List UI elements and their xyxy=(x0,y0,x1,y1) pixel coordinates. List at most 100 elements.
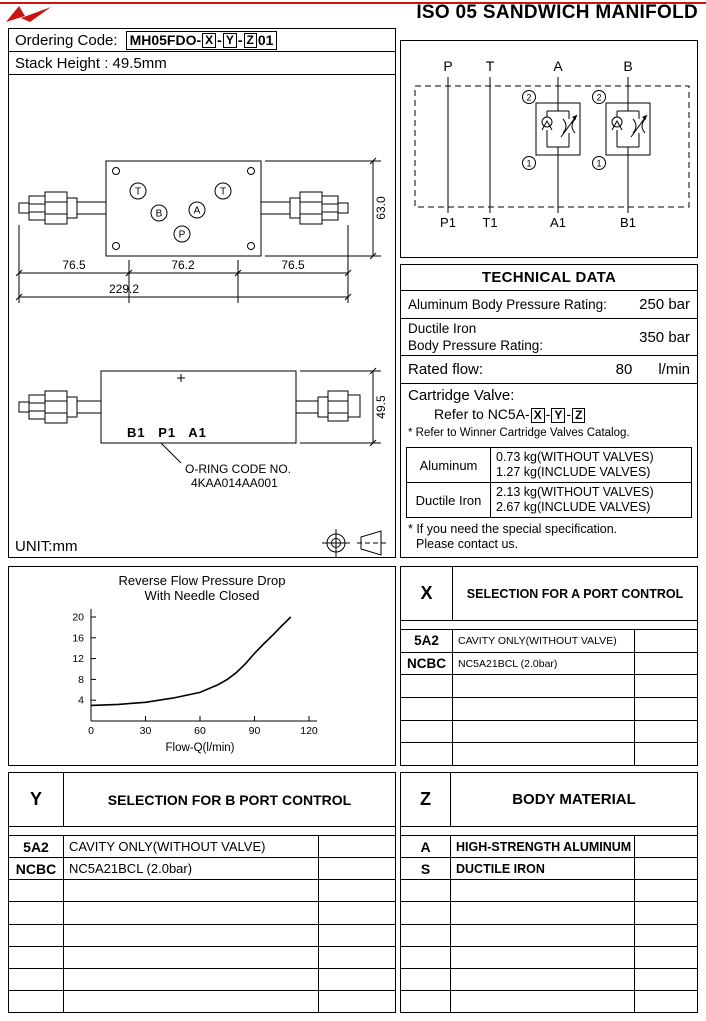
oring-note-line1: O-RING CODE NO. xyxy=(185,462,291,476)
cartridge-x-box: X xyxy=(530,408,545,423)
table-row xyxy=(401,923,697,946)
weight-material: Ductile Iron xyxy=(407,483,491,517)
left-valve-front-view xyxy=(18,390,102,424)
schematic-port-p: P xyxy=(443,58,452,74)
table-row xyxy=(9,945,395,968)
cartridge-prefix: Refer to NC5A- xyxy=(434,406,530,422)
row-desc xyxy=(451,880,635,902)
special-spec-footnote: * If you need the special specification.… xyxy=(401,518,697,556)
footnote-line2: Please contact us. xyxy=(416,537,519,551)
rated-flow-row: Rated flow: 80 l/min xyxy=(401,356,697,384)
dim-left: 76.5 xyxy=(62,258,86,272)
table-row xyxy=(9,879,395,902)
y-tick-label: 20 xyxy=(72,612,84,624)
table-row xyxy=(401,674,697,698)
schematic-port-t: T xyxy=(486,58,495,74)
row-desc xyxy=(453,720,635,743)
y-tick-label: 8 xyxy=(78,674,84,686)
row-extra xyxy=(635,653,697,675)
manifold-boundary xyxy=(414,85,690,208)
row-desc xyxy=(64,880,319,902)
cartridge-sep: - xyxy=(566,406,572,422)
table-row xyxy=(9,989,395,1012)
row-extra xyxy=(635,630,697,652)
projection-symbol-icon xyxy=(322,529,387,557)
x-tick-label: 120 xyxy=(300,725,318,737)
row-desc xyxy=(451,946,635,968)
row-extra xyxy=(635,947,697,968)
oring-note-line2: 4KAA014AA001 xyxy=(191,476,278,490)
table-row xyxy=(401,719,697,743)
dim-total: 229.2 xyxy=(109,282,139,296)
row-extra xyxy=(635,836,697,857)
rated-flow-value: 80 xyxy=(615,361,633,378)
row-extra xyxy=(319,858,395,879)
row-extra xyxy=(319,947,395,968)
left-valve-top-view xyxy=(18,191,107,225)
row-desc xyxy=(453,743,635,766)
row-code xyxy=(401,946,451,968)
row-code xyxy=(9,990,64,1012)
table-title: BODY MATERIAL xyxy=(512,791,636,808)
table-row xyxy=(401,901,697,924)
balloon-1: 1 xyxy=(596,159,601,169)
table-row xyxy=(401,945,697,968)
row-code xyxy=(401,698,453,720)
unit-label: UNIT:mm xyxy=(15,538,78,555)
column-key-z: Z xyxy=(401,773,451,826)
aluminum-rating-row: Aluminum Body Pressure Rating: 250 bar xyxy=(401,291,697,319)
aluminum-rating-value: 250 bar xyxy=(639,296,690,313)
ductile-rating-label-line1: Ductile Iron xyxy=(408,321,477,336)
row-code xyxy=(401,743,453,766)
x-axis-label: Flow-Q(l/min) xyxy=(166,742,235,754)
table-title: SELECTION FOR A PORT CONTROL xyxy=(466,586,684,601)
weight-material: Aluminum xyxy=(407,448,491,482)
row-desc: CAVITY ONLY(WITHOUT VALVE) xyxy=(64,836,319,858)
row-extra xyxy=(635,991,697,1012)
table-gap xyxy=(9,827,395,835)
code-sep: - xyxy=(217,32,222,48)
port-label-b: B xyxy=(156,209,163,220)
weight-value: 0.73 kg(WITHOUT VALVES) xyxy=(496,450,654,464)
row-code: A xyxy=(401,836,451,858)
row-code xyxy=(401,880,451,902)
row-extra xyxy=(635,675,697,697)
row-extra xyxy=(635,698,697,720)
dim-total-width: 76.5 xyxy=(281,258,305,272)
technical-data-title: TECHNICAL DATA xyxy=(401,265,697,291)
row-desc: DUCTILE IRON xyxy=(451,858,635,880)
schematic-port-a: A xyxy=(553,58,563,74)
row-code xyxy=(401,902,451,924)
rated-flow-unit: l/min xyxy=(658,361,690,378)
right-valve-front-view xyxy=(295,390,361,422)
row-code: 5A2 xyxy=(401,630,453,652)
stack-height-label: Stack Height : 49.5mm xyxy=(15,55,167,72)
table-header: X SELECTION FOR A PORT CONTROL xyxy=(401,567,697,621)
pressure-drop-chart: Reverse Flow Pressure Drop With Needle C… xyxy=(8,566,396,766)
row-desc xyxy=(453,675,635,698)
schematic-port-a1: A1 xyxy=(550,215,566,230)
ductile-rating-value: 350 bar xyxy=(639,328,690,346)
weight-value: 2.13 kg(WITHOUT VALVES) xyxy=(496,485,654,499)
ductile-rating-label-line2: Body Pressure Rating: xyxy=(408,338,544,353)
row-code: 5A2 xyxy=(9,836,64,858)
top-red-rule xyxy=(0,2,706,4)
row-extra xyxy=(635,925,697,946)
rated-flow-label: Rated flow: xyxy=(408,361,484,378)
hydraulic-schematic: P T A B P1 T1 A1 B1 2 1 2 1 xyxy=(414,58,690,230)
row-desc xyxy=(64,968,319,990)
row-code xyxy=(401,675,453,698)
right-valve-top-view xyxy=(260,191,349,225)
row-extra xyxy=(319,836,395,857)
y-tick-label: 4 xyxy=(78,695,84,707)
cartridge-valve-section: Cartridge Valve: Refer to NC5A-X-Y-Z * R… xyxy=(401,384,697,444)
schematic-port-p1: P1 xyxy=(440,215,456,230)
table-row xyxy=(401,967,697,990)
cartridge-note: * Refer to Winner Cartridge Valves Catal… xyxy=(408,427,630,439)
